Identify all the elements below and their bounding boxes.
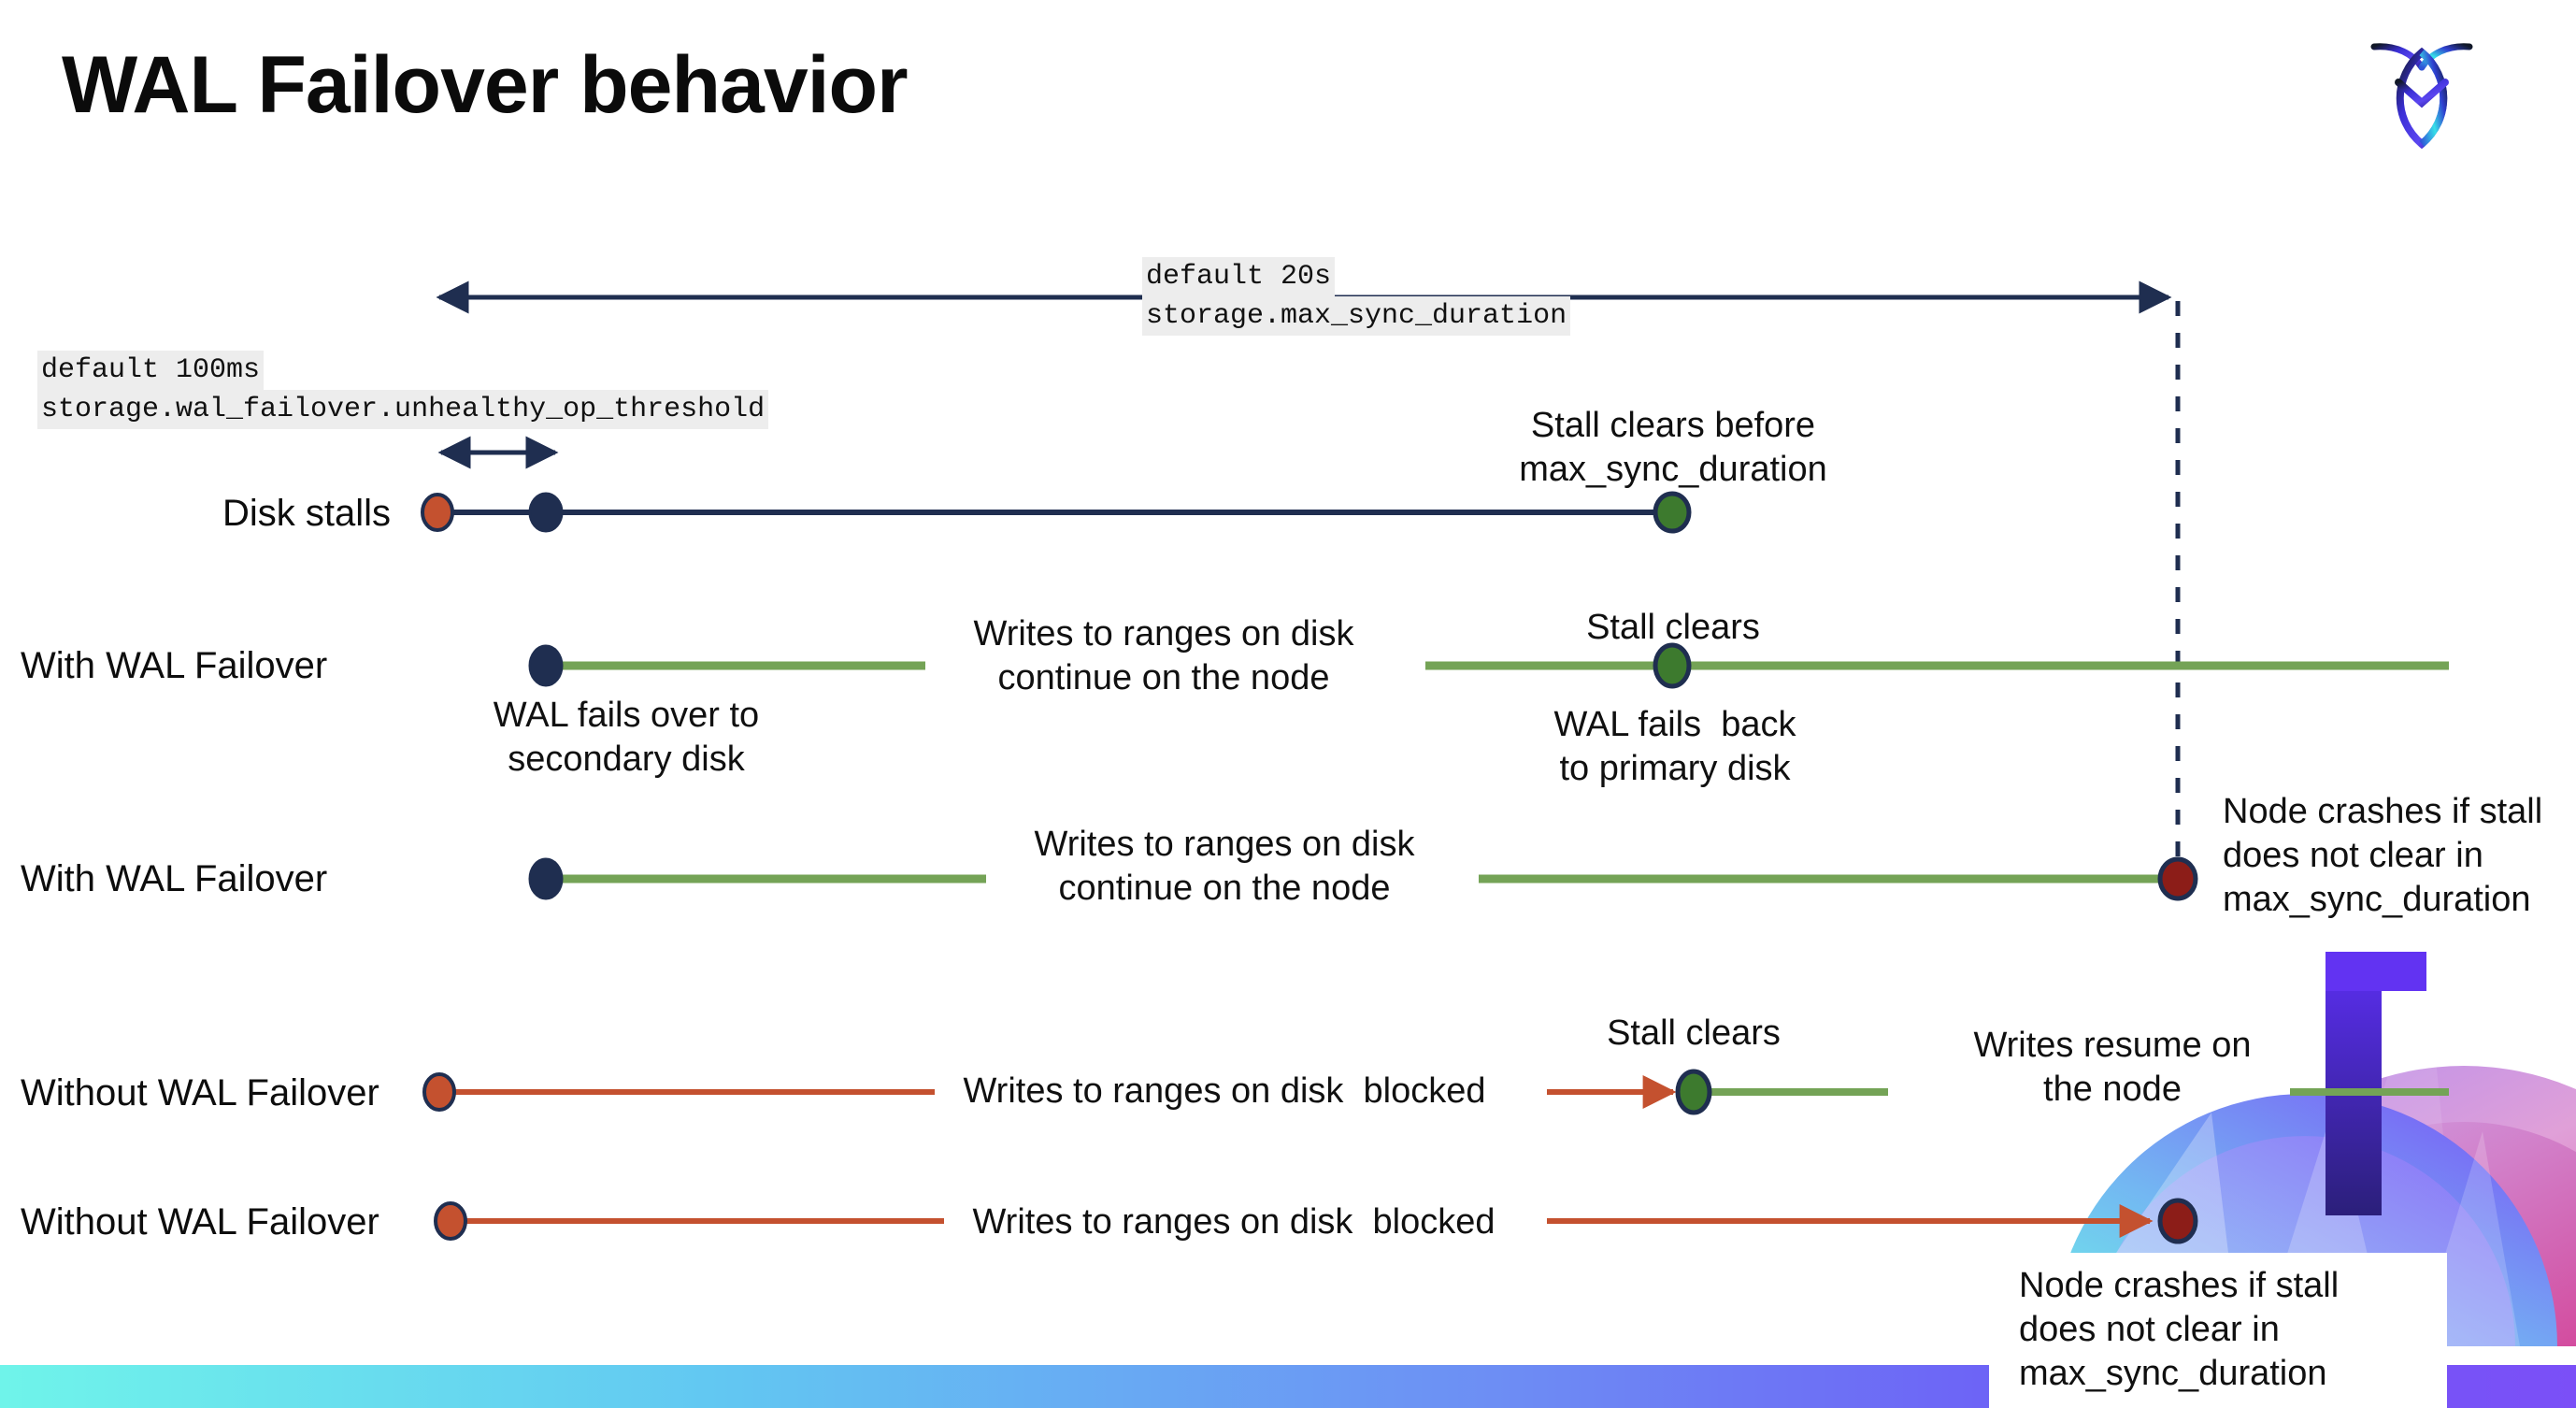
max-sync-default-chip: default 20s: [1142, 257, 1336, 296]
crash-callout-background: [1989, 1253, 2447, 1408]
row-without-failover-1-timeline: [422, 1069, 2449, 1115]
page-title: WAL Failover behavior: [62, 40, 909, 130]
note-stall-clears-row4: Stall clears: [1607, 1013, 1781, 1053]
timeline-failover-dot-icon: [528, 857, 564, 900]
timeline-start-dot-icon: [421, 493, 454, 532]
row-without-failover-2-timeline: [434, 1198, 2198, 1244]
timeline-clear-dot-icon: [1653, 491, 1692, 534]
note-writes-resume-row4: Writes resume on the node: [1973, 1026, 2252, 1109]
row-with-failover-1-timeline: [528, 642, 2449, 689]
note-stall-clears-before-max-sync: Stall clears before max_sync_duration: [1519, 406, 1827, 489]
row-label-with-failover-1: With WAL Failover: [21, 645, 328, 686]
note-writes-continue-row2: Writes to ranges on disk continue on the…: [973, 614, 1354, 697]
note-stall-clears-row2: Stall clears: [1586, 608, 1760, 647]
timeline-start-dot-icon: [422, 1072, 456, 1112]
timeline-crash-dot-icon: [2157, 856, 2198, 901]
timeline-crash-dot-icon: [2157, 1198, 2198, 1244]
cockroachdb-logo-icon: [2370, 43, 2473, 150]
row-disk-stalls-timeline: [421, 491, 1692, 534]
note-wal-fails-back-primary: WAL fails back to primary disk: [1553, 705, 1796, 788]
row-label-with-failover-2: With WAL Failover: [21, 858, 328, 899]
timeline-failover-dot-icon: [528, 492, 564, 533]
row-label-without-failover-1: Without WAL Failover: [21, 1072, 379, 1113]
row-label-without-failover-2: Without WAL Failover: [21, 1201, 379, 1243]
note-wal-fails-over-secondary: WAL fails over to secondary disk: [493, 696, 760, 779]
note-node-crashes-row5: Node crashes if stall does not clear in …: [2019, 1266, 2340, 1393]
timeline-failover-dot-icon: [528, 644, 564, 687]
note-writes-blocked-row4: Writes to ranges on disk blocked: [963, 1071, 1486, 1111]
row-label-disk-stalls: Disk stalls: [222, 493, 392, 534]
timeline-clear-dot-icon: [1653, 642, 1692, 689]
max-sync-setting-chip: storage.max_sync_duration: [1142, 296, 1571, 336]
note-node-crashes-row3: Node crashes if stall does not clear in …: [2223, 792, 2543, 919]
timeline-start-dot-icon: [434, 1201, 467, 1241]
note-writes-continue-row3: Writes to ranges on disk continue on the…: [1034, 825, 1415, 908]
timeline-clear-dot-icon: [1675, 1069, 1712, 1115]
unhealthy-op-default-chip: default 100ms: [37, 351, 265, 390]
note-writes-blocked-row5: Writes to ranges on disk blocked: [972, 1202, 1496, 1242]
unhealthy-op-setting-chip: storage.wal_failover.unhealthy_op_thresh…: [37, 390, 769, 429]
row-with-failover-2-timeline: [528, 856, 2198, 901]
